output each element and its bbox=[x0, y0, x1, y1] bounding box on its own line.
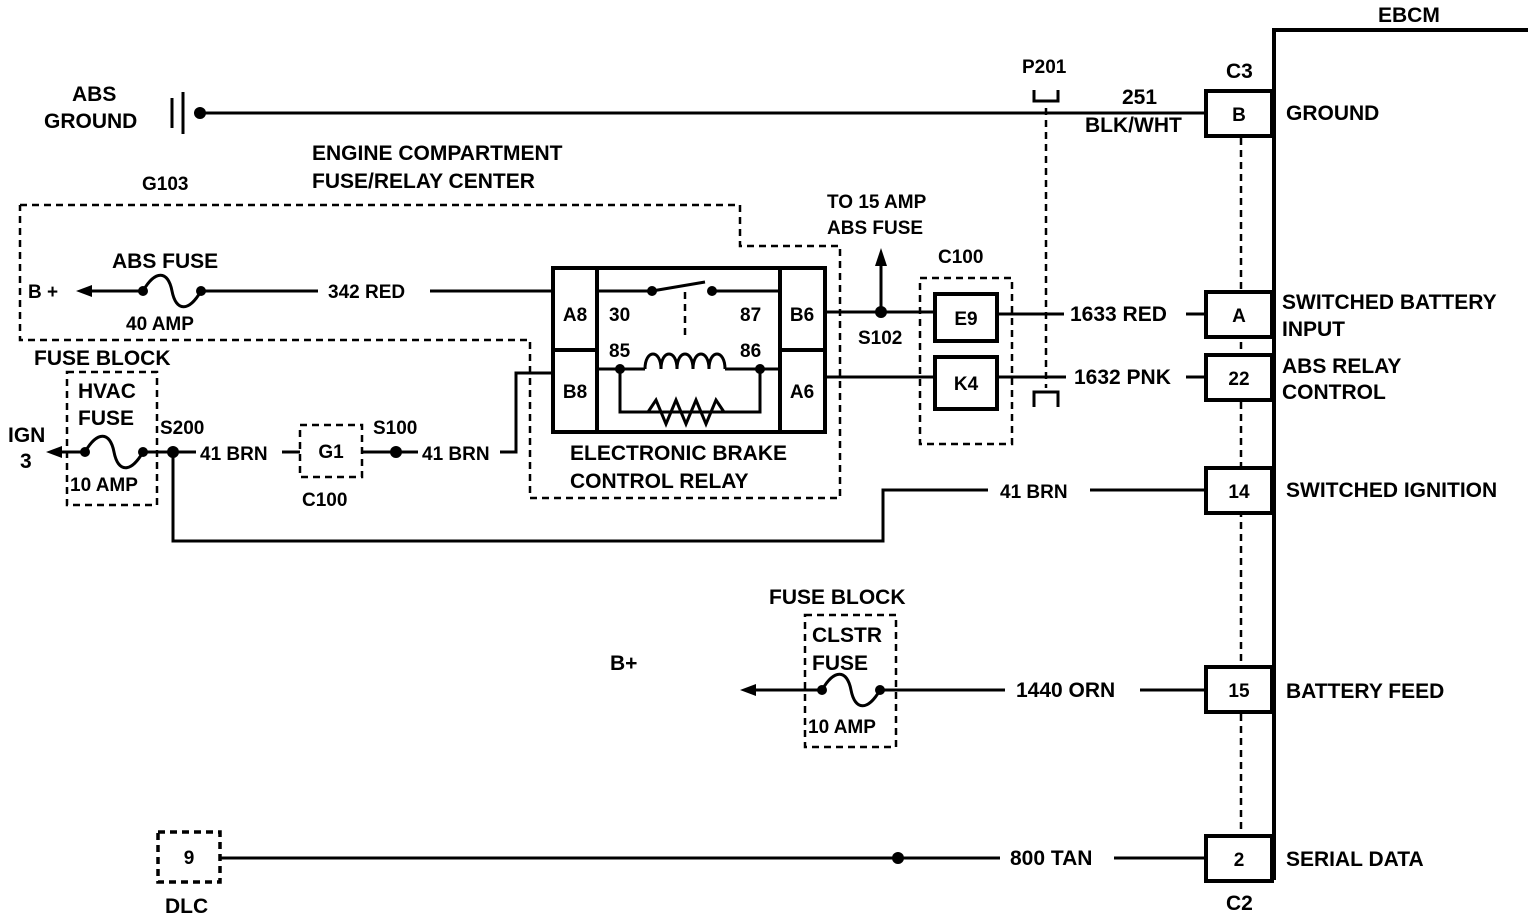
electronic-brake-control-relay: A8 B8 B6 A6 30 87 85 86 ELECTRONIC BRAKE… bbox=[551, 266, 827, 493]
fuse-symbol-icon bbox=[83, 434, 145, 470]
ebcm-pin-2: 2 SERIAL DATA bbox=[1204, 834, 1424, 883]
dlc-pin-label: 9 bbox=[184, 848, 195, 869]
switch-contact-icon bbox=[651, 280, 706, 293]
ebcm-pin-15: 15 BATTERY FEED bbox=[1204, 665, 1444, 714]
relay-name-line-2: CONTROL RELAY bbox=[570, 470, 749, 493]
ebcm-pin-a: A SWITCHED BATTERY INPUT bbox=[1204, 290, 1497, 341]
pin-a-function-2: INPUT bbox=[1282, 318, 1345, 341]
pin-b-label: B bbox=[1232, 105, 1246, 126]
e9-label: E9 bbox=[954, 309, 977, 330]
terminal-85: 85 bbox=[609, 341, 631, 362]
pin-22-label: 22 bbox=[1228, 369, 1249, 390]
terminal-a8: A8 bbox=[563, 305, 587, 326]
wire-41-label-3: 41 BRN bbox=[1000, 482, 1068, 503]
arrow-left-icon bbox=[46, 446, 62, 458]
relay-coil-icon bbox=[643, 352, 727, 370]
wire-251-number: 251 bbox=[1122, 86, 1157, 109]
pin-15-function: BATTERY FEED bbox=[1286, 680, 1444, 703]
hvac-fuse-rating: 10 AMP bbox=[70, 475, 138, 496]
terminal-30: 30 bbox=[609, 305, 630, 326]
pin-14-label: 14 bbox=[1228, 482, 1250, 503]
ebcm-pin-22: 22 ABS RELAY CONTROL bbox=[1204, 353, 1401, 404]
wire-1440-label: 1440 ORN bbox=[1016, 679, 1115, 702]
ign-source-number: 3 bbox=[20, 450, 32, 473]
pin-a-function: SWITCHED BATTERY bbox=[1282, 291, 1497, 314]
clstr-fuse-name-2: FUSE bbox=[812, 652, 868, 675]
connector-c3-label: C3 bbox=[1226, 60, 1253, 83]
arrow-left-icon bbox=[740, 684, 756, 696]
abs-ground-label-2: GROUND bbox=[44, 110, 137, 133]
dlc-label: DLC bbox=[165, 895, 208, 918]
clstr-source-label: B+ bbox=[610, 652, 637, 675]
terminal-b8: B8 bbox=[563, 382, 587, 403]
ebcm-pin-14: 14 SWITCHED IGNITION bbox=[1204, 466, 1497, 515]
splice-s102: TO 15 AMP ABS FUSE S102 bbox=[825, 192, 935, 379]
wire-342-label: 342 RED bbox=[328, 282, 405, 303]
abs-ground-label-1: ABS bbox=[72, 83, 116, 106]
c100-label-lower: C100 bbox=[302, 490, 347, 511]
hvac-fuse-name-1: HVAC bbox=[78, 380, 136, 403]
ign-source-label: IGN bbox=[8, 424, 45, 447]
c100-label: C100 bbox=[938, 247, 983, 268]
wire-251-color: BLK/WHT bbox=[1085, 114, 1182, 137]
to-abs-fuse-line-1: TO 15 AMP bbox=[827, 192, 927, 213]
clstr-fuse-name-1: CLSTR bbox=[812, 624, 882, 647]
dlc-serial-data: 9 DLC 800 TAN bbox=[156, 830, 1206, 918]
arrow-left-icon bbox=[76, 285, 92, 297]
k4-label: K4 bbox=[954, 374, 979, 395]
wire-41-label-2: 41 BRN bbox=[422, 444, 490, 465]
fuse-block-1-title: FUSE BLOCK bbox=[34, 347, 171, 370]
s100-label: S100 bbox=[373, 418, 417, 439]
wire-1633-label: 1633 RED bbox=[1070, 303, 1167, 326]
fuse-symbol-icon bbox=[141, 273, 203, 309]
to-abs-fuse-line-2: ABS FUSE bbox=[827, 218, 923, 239]
terminal-87: 87 bbox=[740, 305, 761, 326]
fuse-block-hvac: FUSE BLOCK HVAC FUSE 10 AMP IGN 3 S200 4… bbox=[8, 347, 988, 543]
abs-ground: ABS GROUND 251 BLK/WHT bbox=[44, 83, 1206, 137]
arrow-up-icon bbox=[875, 248, 887, 266]
c100-connector: C100 E9 K4 1633 RED 1632 PNK bbox=[918, 247, 1206, 446]
fuse-block-2-title: FUSE BLOCK bbox=[769, 586, 906, 609]
wire-41-label-1: 41 BRN bbox=[200, 444, 268, 465]
pin-22-function: ABS RELAY bbox=[1282, 355, 1401, 378]
terminal-b6: B6 bbox=[790, 305, 814, 326]
ebcm-title: EBCM bbox=[1378, 4, 1440, 27]
connector-c2-label: C2 bbox=[1226, 892, 1253, 915]
hvac-fuse-name-2: FUSE bbox=[78, 407, 134, 430]
fuse-relay-center-line-2: FUSE/RELAY CENTER bbox=[312, 170, 535, 193]
c100-g1: G1 C100 S100 41 BRN bbox=[298, 371, 553, 511]
s200-label: S200 bbox=[160, 418, 204, 439]
fuse-block-clstr: FUSE BLOCK CLSTR FUSE 10 AMP B+ 1440 ORN bbox=[610, 586, 1206, 749]
wire-1632-label: 1632 PNK bbox=[1074, 366, 1171, 389]
abs-fuse-source: B + bbox=[28, 282, 58, 303]
abs-fuse-name: ABS FUSE bbox=[112, 250, 218, 273]
abs-fuse: ABS FUSE 40 AMP B + 342 RED bbox=[28, 250, 553, 335]
pin-2-label: 2 bbox=[1234, 850, 1245, 871]
pin-15-label: 15 bbox=[1228, 681, 1250, 702]
fuse-symbol-icon bbox=[820, 672, 882, 708]
s102-label: S102 bbox=[858, 328, 902, 349]
pin-b-function: GROUND bbox=[1286, 102, 1379, 125]
g1-label: G1 bbox=[318, 442, 344, 463]
pin-22-function-2: CONTROL bbox=[1282, 381, 1386, 404]
wire-800-label: 800 TAN bbox=[1010, 847, 1092, 870]
fuse-relay-center-line-1: ENGINE COMPARTMENT bbox=[312, 142, 563, 165]
terminal-a6: A6 bbox=[790, 382, 814, 403]
relay-name-line-1: ELECTRONIC BRAKE bbox=[570, 442, 787, 465]
pin-14-function: SWITCHED IGNITION bbox=[1286, 479, 1497, 502]
wire-41-to-ebcm: 41 BRN bbox=[1000, 482, 1206, 503]
pin-2-function: SERIAL DATA bbox=[1286, 848, 1424, 871]
abs-fuse-rating: 40 AMP bbox=[126, 314, 194, 335]
p201-label: P201 bbox=[1022, 57, 1067, 78]
ebcm-pin-b: B GROUND bbox=[1204, 89, 1379, 138]
terminal-86: 86 bbox=[740, 341, 761, 362]
ebcm-module: EBCM C3 C2 B GROUND A SWITCHED BATTERY I… bbox=[1204, 4, 1528, 915]
p201-connector: P201 bbox=[1022, 57, 1067, 407]
g103-label: G103 bbox=[142, 174, 188, 195]
resistor-icon bbox=[646, 396, 726, 428]
fuse-relay-center: ENGINE COMPARTMENT FUSE/RELAY CENTER G10… bbox=[18, 142, 842, 500]
pin-a-label: A bbox=[1232, 306, 1246, 327]
clstr-fuse-rating: 10 AMP bbox=[808, 717, 876, 738]
